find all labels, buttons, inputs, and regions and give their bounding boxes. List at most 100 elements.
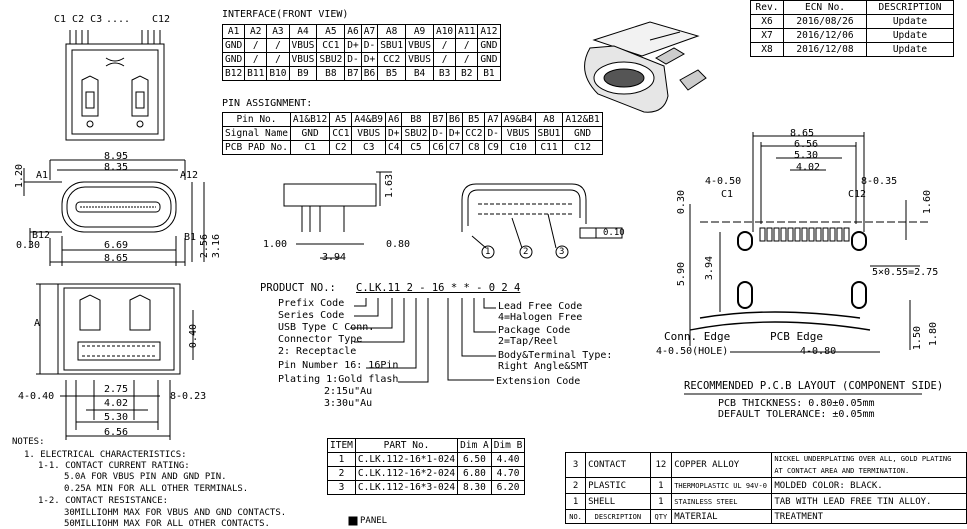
interface-row1-cell: / bbox=[244, 38, 268, 53]
bom-header-cell: TREATMENT bbox=[771, 509, 967, 524]
parts-header-cell: PART No. bbox=[354, 438, 459, 453]
product-right-line: Extension Code bbox=[496, 376, 581, 387]
bom-treatment-line: MOLDED COLOR: BLACK. bbox=[774, 480, 883, 491]
interface-row1-cell: GND bbox=[221, 38, 246, 53]
bom-cell: 1 bbox=[564, 493, 587, 510]
revision-cell: X8 bbox=[750, 42, 784, 57]
bom-cell: THERMOPLASTIC UL 94V-0 bbox=[671, 477, 773, 494]
interface-row2-cell: / bbox=[432, 52, 457, 67]
interface-row1-cell: / bbox=[455, 38, 479, 53]
bom-header-cell: NO. bbox=[564, 509, 587, 524]
pcb-dim-8-65: 8.65 bbox=[790, 128, 815, 139]
interface-title: INTERFACE(FRONT VIEW) bbox=[222, 9, 349, 20]
label-a1: A1 bbox=[36, 170, 49, 181]
product-left-line: Plating 1:Gold flash bbox=[278, 374, 399, 385]
interface-row2-cell: / bbox=[266, 52, 290, 67]
pcb-pad-cell: C1 bbox=[289, 140, 331, 155]
callout-1: 1 bbox=[485, 247, 491, 257]
parts-cell: 8.30 bbox=[457, 480, 492, 495]
pcb-dim-6-56: 6.56 bbox=[794, 139, 819, 150]
signal-name-cell: D+ bbox=[385, 126, 403, 141]
pcb-dim-8-0-35: 8-0.35 bbox=[861, 176, 898, 187]
flatness-value: 0.10 bbox=[603, 228, 625, 238]
interface-header-cell: A1 bbox=[221, 24, 246, 39]
interface-row2-cell: VBUS bbox=[288, 52, 318, 67]
interface-footer-cell: B3 bbox=[432, 66, 457, 81]
bom-header-cell: MATERIAL bbox=[671, 509, 773, 524]
pcb-hole-label: 4-0.50(HOLE) bbox=[656, 346, 729, 357]
interface-footer-cell: B4 bbox=[405, 66, 434, 81]
pcb-label-c12: C12 bbox=[848, 189, 867, 200]
pcb-pad-cell: C12 bbox=[562, 140, 603, 155]
signal-name-cell: VBUS bbox=[500, 126, 536, 141]
interface-footer-cell: B1 bbox=[477, 66, 501, 81]
callout-2: 2 bbox=[523, 247, 529, 257]
bom-treatment-line: AT CONTACT AREA AND TERMINATION. bbox=[774, 467, 910, 475]
pin-no-cell: A5 bbox=[329, 112, 353, 127]
label-b12: B12 bbox=[32, 230, 51, 241]
bom-cell: 1 bbox=[649, 493, 673, 510]
pcb-tolerance: DEFAULT TOLERANCE: ±0.05mm bbox=[718, 409, 875, 420]
bom-cell: COPPER ALLOY bbox=[671, 452, 773, 478]
dim-6-56: 6.56 bbox=[104, 427, 129, 438]
product-right-line: Package Code bbox=[498, 325, 571, 336]
interface-row1-cell: GND bbox=[477, 38, 501, 53]
interface-header-cell: A10 bbox=[432, 24, 457, 39]
panel-marker bbox=[348, 516, 358, 526]
product-left-line: Prefix Code bbox=[278, 298, 345, 309]
bom-header-cell: QTY bbox=[649, 509, 673, 524]
pcb-pad-cell: C3 bbox=[351, 140, 387, 155]
product-no-label: PRODUCT NO.: bbox=[260, 282, 336, 294]
product-left-line: 2: Receptacle bbox=[278, 346, 357, 357]
bom-cell: PLASTIC bbox=[585, 477, 651, 494]
interface-footer-cell: B7 bbox=[344, 66, 362, 81]
interface-footer-cell: B12 bbox=[221, 66, 246, 81]
pcb-pad-cell: C5 bbox=[401, 140, 431, 155]
revision-cell: Update bbox=[866, 28, 954, 43]
revision-cell: 2016/12/06 bbox=[783, 28, 867, 43]
signal-name-cell: Signal Name bbox=[222, 126, 291, 141]
notes-line: 1. ELECTRICAL CHARACTERISTICS: bbox=[24, 450, 187, 460]
dim-0-80: 0.80 bbox=[386, 239, 411, 250]
bom-cell: TAB WITH LEAD FREE TIN ALLOY. bbox=[771, 493, 967, 510]
signal-name-cell: GND bbox=[289, 126, 331, 141]
front-view-drawing bbox=[23, 159, 205, 266]
notes-line: 1-1. CONTACT CURRENT RATING: bbox=[38, 461, 190, 471]
label-b1: B1 bbox=[184, 232, 197, 243]
bom-cell: STAINLESS STEEL bbox=[671, 493, 773, 510]
pcb-pad-cell: PCB PAD No. bbox=[222, 140, 291, 155]
pin-no-cell: Pin No. bbox=[222, 112, 291, 127]
interface-row2-cell: VBUS bbox=[405, 52, 434, 67]
parts-cell: 3 bbox=[327, 480, 356, 495]
interface-footer-cell: B5 bbox=[377, 66, 407, 81]
conn-edge-label: Conn. Edge bbox=[664, 330, 731, 343]
revision-cell: Update bbox=[866, 42, 954, 57]
interface-footer-cell: B2 bbox=[455, 66, 479, 81]
interface-header-cell: A6 bbox=[344, 24, 362, 39]
side-view-drawing bbox=[283, 171, 392, 259]
pcb-label-c1: C1 bbox=[721, 189, 734, 200]
bom-cell: 2 bbox=[564, 477, 587, 494]
product-right-line: Right Angle&SMT bbox=[498, 361, 589, 372]
product-right-line: 4=Halogen Free bbox=[498, 312, 583, 323]
signal-name-cell: D+ bbox=[445, 126, 464, 141]
dim-1-63: 1.63 bbox=[384, 174, 395, 199]
dim-8-95: 8.95 bbox=[104, 151, 129, 162]
pin-assignment-title: PIN ASSIGNMENT: bbox=[222, 98, 313, 109]
bom-cell: 3 bbox=[564, 452, 587, 478]
product-right-line: 2=Tap/Reel bbox=[498, 336, 559, 347]
dim-8-65: 8.65 bbox=[104, 253, 129, 264]
pcb-dim-4-0-80: 4-0.80 bbox=[800, 346, 837, 357]
product-left-line: Pin Number 16: 16Pin bbox=[278, 360, 399, 371]
interface-row2-cell: CC2 bbox=[377, 52, 407, 67]
pcb-dim-0-30: 0.30 bbox=[676, 190, 687, 215]
dim-3-16: 3.16 bbox=[211, 234, 222, 259]
